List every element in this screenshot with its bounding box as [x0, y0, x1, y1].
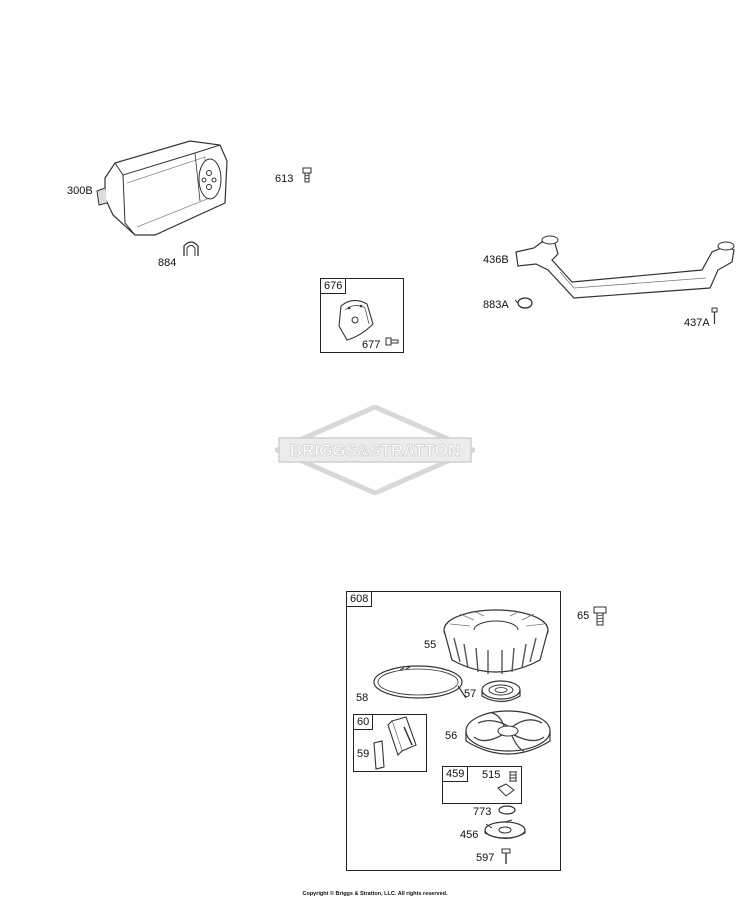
- part-label-677[interactable]: 677: [362, 339, 381, 351]
- screw-437a-illustration: [711, 307, 718, 324]
- part-label-883a[interactable]: 883A: [483, 299, 509, 311]
- part-label-456[interactable]: 456: [460, 829, 479, 841]
- part-label-57[interactable]: 57: [464, 688, 477, 700]
- exhaust-pipe-illustration: [515, 235, 735, 299]
- retainer-773-illustration: [498, 805, 516, 815]
- briggs-stratton-watermark-logo: BRIGGS&STRATTON: [270, 404, 480, 500]
- clamp-883a-illustration: [515, 297, 533, 309]
- kit-label-608[interactable]: 608: [347, 592, 373, 607]
- part-label-515[interactable]: 515: [482, 769, 501, 781]
- pulley-illustration: [465, 710, 551, 755]
- kit-label-676[interactable]: 676: [321, 279, 347, 294]
- muffler-guard-illustration: [338, 299, 374, 341]
- kit-label-60[interactable]: 60: [354, 715, 374, 730]
- part-label-597[interactable]: 597: [476, 852, 495, 864]
- kit-box-60: 60: [353, 714, 427, 772]
- clamp-884-illustration: [183, 241, 199, 256]
- spring-515-dog-illustration: [497, 771, 517, 797]
- part-label-773[interactable]: 773: [473, 806, 492, 818]
- kit-label-459[interactable]: 459: [443, 767, 469, 782]
- part-label-437a[interactable]: 437A: [684, 317, 710, 329]
- starter-rope-illustration: [373, 665, 467, 699]
- kit-box-676: 676: [320, 278, 404, 353]
- part-label-436b[interactable]: 436B: [483, 254, 509, 266]
- muffler-illustration: [96, 140, 228, 236]
- rewind-spring-illustration: [481, 680, 521, 703]
- part-label-56[interactable]: 56: [445, 730, 458, 742]
- part-label-58[interactable]: 58: [356, 692, 369, 704]
- part-label-59[interactable]: 59: [357, 748, 370, 760]
- starter-housing-illustration: [443, 609, 549, 674]
- part-label-65[interactable]: 65: [577, 610, 590, 622]
- svg-text:BRIGGS&STRATTON: BRIGGS&STRATTON: [290, 441, 460, 460]
- kit-box-608: 608: [346, 591, 561, 871]
- part-label-884[interactable]: 884: [158, 257, 177, 269]
- screw-597-illustration: [501, 848, 511, 864]
- part-label-55[interactable]: 55: [424, 639, 437, 651]
- part-label-300b[interactable]: 300B: [67, 185, 93, 197]
- kit-box-459: 459: [442, 766, 522, 804]
- screw-613-illustration: [302, 167, 312, 183]
- cover-456-illustration: [484, 819, 526, 839]
- part-label-613[interactable]: 613: [275, 173, 294, 185]
- starter-handle-illustration: [373, 716, 417, 770]
- screw-677-illustration: [385, 337, 399, 346]
- screw-65-illustration: [593, 606, 607, 626]
- copyright-footer: Copyright © Briggs & Stratton, LLC. All …: [302, 891, 448, 897]
